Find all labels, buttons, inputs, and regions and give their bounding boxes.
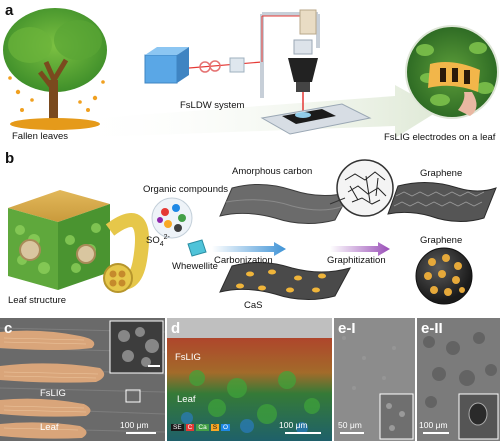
graphitization-label: Graphitization xyxy=(327,255,386,266)
inset-region-box xyxy=(125,389,141,403)
panel-a: a Fallen leaves FsLDW system FsLIG elect… xyxy=(0,0,500,150)
vascular-bundle xyxy=(19,239,41,261)
carbonization-label: Carbonization xyxy=(214,255,273,266)
cas-label: CaS xyxy=(244,300,263,311)
amorphous-carbon-zoom xyxy=(336,159,394,217)
panel-c-fslig-label: FsLIG xyxy=(40,388,66,399)
leaf-strip-1 xyxy=(0,330,95,350)
legend-c: C xyxy=(185,424,195,431)
panel-e1-sem-image xyxy=(334,318,415,441)
legend-o: O xyxy=(221,424,231,431)
eds-legend: SE C Ca S O xyxy=(171,424,231,431)
leaf-structure-label: Leaf structure xyxy=(8,295,67,306)
fallen-leaves-caption: Fallen leaves xyxy=(12,131,68,142)
sulfate-label: SO42- xyxy=(146,234,170,248)
amorphous-carbon-label: Amorphous carbon xyxy=(232,166,313,177)
laser-source xyxy=(144,54,178,84)
graphene-top-label: Graphene xyxy=(420,168,463,179)
organic-compounds-label: Organic compounds xyxy=(143,184,229,195)
legend-ca: Ca xyxy=(196,424,209,431)
panel-a-letter: a xyxy=(5,2,14,19)
legend-se: SE xyxy=(171,424,184,431)
panel-d-eds-map xyxy=(167,318,332,441)
panel-b: b Leaf structure Organic compounds SO42-… xyxy=(0,150,500,315)
fsldw-system-label: FsLDW system xyxy=(180,100,245,111)
fslig-electrodes-caption: FsLIG electrodes on a leaf xyxy=(384,132,496,143)
panel-c-sem-image xyxy=(0,318,165,441)
panel-e1-scale-label: 50 μm xyxy=(338,420,362,430)
objective-lens xyxy=(288,58,318,82)
panel-d: d FsLIG Leaf SE C Ca S O 100 μm xyxy=(167,318,332,441)
leaf-strip-4 xyxy=(0,422,87,439)
panel-c-scale-bar xyxy=(126,432,156,434)
leaf-strip-3 xyxy=(0,398,91,417)
panel-e2-sem-image xyxy=(417,318,500,441)
sulfate-sub: 4 xyxy=(159,241,164,249)
carbonization-arrow xyxy=(212,242,286,256)
legend-s: S xyxy=(210,424,220,431)
graphene-bottom-label: Graphene xyxy=(420,235,463,246)
graphene-sheet xyxy=(387,182,497,222)
leaf-pile xyxy=(10,118,100,130)
panel-c: c FsLIG Leaf 100 μm xyxy=(0,318,165,441)
panel-d-scale-label: 100 μm xyxy=(279,420,308,430)
panel-e1-scale-bar xyxy=(340,432,364,434)
whewellite-label: Whewellite xyxy=(172,261,218,272)
panel-b-letter: b xyxy=(5,150,15,167)
fingers xyxy=(458,92,477,116)
panel-a-illustration xyxy=(3,8,499,138)
panel-e2: e-II 100 μm xyxy=(417,318,500,441)
panel-d-letter: d xyxy=(171,320,181,337)
whewellite-crystal xyxy=(187,239,207,257)
beam-expander xyxy=(229,57,245,73)
graphitization-arrow xyxy=(330,242,390,256)
leaf-cube-top xyxy=(8,190,110,222)
sulfate-text: SO xyxy=(146,235,160,247)
panel-e1-inset xyxy=(379,393,414,440)
cas-sheet xyxy=(219,262,351,300)
panel-c-leaf-label: Leaf xyxy=(40,422,59,433)
panel-c-letter: c xyxy=(4,320,13,337)
panel-e1: e-I 50 μm xyxy=(334,318,415,441)
panel-d-scale-bar xyxy=(285,432,321,434)
panel-b-illustration xyxy=(8,159,497,305)
panel-e2-letter: e-II xyxy=(421,320,443,337)
panel-c-scale-label: 100 μm xyxy=(120,420,149,430)
process-arrow xyxy=(70,85,440,138)
panel-e1-letter: e-I xyxy=(338,320,356,337)
panel-d-fslig-label: FsLIG xyxy=(175,352,201,363)
panel-e2-scale-label: 100 μm xyxy=(419,420,448,430)
panel-e2-scale-bar xyxy=(423,432,449,434)
top-surface xyxy=(167,318,332,338)
sulfate-sup: 2- xyxy=(163,234,170,241)
panel-d-leaf-label: Leaf xyxy=(177,394,196,405)
